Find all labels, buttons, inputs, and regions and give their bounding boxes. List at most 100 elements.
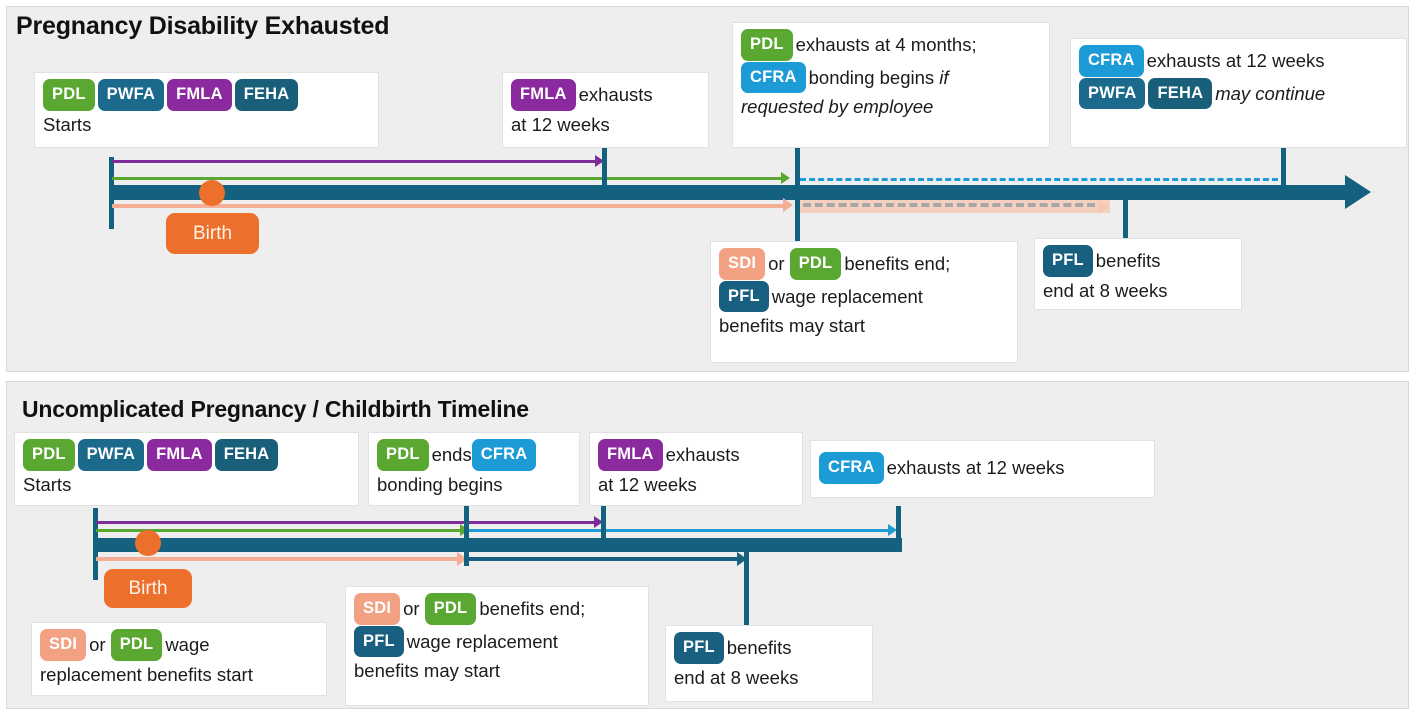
pfl-end-weeks-text: end at 8 weeks [1043, 279, 1168, 301]
cfra-duration-line-bottom [466, 529, 890, 532]
start-box-text: Starts [23, 473, 72, 495]
tick-cfra-exhausts-top [1281, 148, 1286, 192]
chip-cfra: CFRA [1079, 45, 1144, 77]
birth-dot-top [199, 180, 225, 206]
pfl-arrowhead-top [1098, 200, 1108, 214]
tick-fmla-exhausts-top [602, 148, 607, 190]
chip-pwfa: PWFA [77, 439, 145, 471]
may-continue-text: may continue [1215, 82, 1326, 104]
tick-pdl-exhausts-top [795, 148, 800, 242]
pdl-duration-line-top [112, 177, 782, 180]
fmla-duration-line-top [112, 160, 597, 163]
chip-cfra: CFRA [741, 61, 806, 93]
pfl-end-weeks-text: end at 8 weeks [674, 666, 799, 688]
birth-dot-bottom [135, 530, 161, 556]
pfl-benefits-text: benefits [726, 637, 792, 659]
or-text-1: or [768, 253, 785, 275]
chip-sdi: SDI [40, 629, 87, 661]
chip-pdl: PDL [424, 593, 477, 625]
benefits-may-start-text: benefits may start [354, 660, 501, 681]
chip-fmla: FMLA [167, 79, 232, 111]
tick-cfra-exhausts-bottom [896, 506, 901, 552]
fmla-exhausts-text-1: exhausts [665, 444, 740, 466]
fmla-exhausts-text-2: at 12 weeks [511, 113, 610, 135]
fmla-duration-line-bottom [96, 521, 596, 524]
chip-sdi: SDI [719, 248, 766, 280]
pdl-ends-text: ends [431, 444, 472, 466]
chip-fmla: FMLA [147, 439, 212, 471]
chip-feha: FEHA [214, 439, 279, 471]
tick-fmla-exhausts-bottom [601, 506, 606, 552]
benefits-may-start-text: benefits may start [719, 315, 866, 336]
pfl-arrowhead-bottom [737, 552, 747, 566]
cfra-arrowhead-bottom [888, 524, 897, 536]
chip-pdl: PDL [43, 79, 95, 111]
cfra-exhausts-text: exhausts at 12 weeks [886, 457, 1065, 479]
tick-pdl-ends-bottom [464, 506, 469, 566]
sdi-duration-line-bottom [96, 557, 458, 561]
pdl-duration-line-bottom [96, 529, 461, 532]
chip-sdi: SDI [354, 593, 401, 625]
chip-pfl: PFL [674, 632, 724, 664]
pfl-duration-line-bottom [466, 557, 738, 561]
fmla-exhausts-text-1: exhausts [578, 84, 653, 106]
chip-pdl: PDL [110, 629, 163, 661]
timeline-baseline-bottom [93, 538, 902, 552]
or-text: or [89, 634, 106, 656]
page-title-bottom: Uncomplicated Pregnancy / Childbirth Tim… [22, 396, 529, 422]
chip-pdl: PDL [789, 248, 842, 280]
start-box-text: Starts [43, 113, 92, 135]
chip-cfra: CFRA [819, 452, 884, 484]
birth-label: Birth [128, 577, 168, 599]
birth-pill-bottom: Birth [104, 569, 192, 608]
page-title-top: Pregnancy Disability Exhausted [16, 12, 390, 40]
pfl-conditional-dashed-line-top [803, 203, 1095, 207]
chip-pdl: PDL [377, 439, 429, 471]
tick-pfl-end-bottom [744, 552, 749, 625]
fmla-arrowhead-bottom [594, 516, 603, 528]
chip-pdl: PDL [741, 29, 793, 61]
fmla-exhausts-text-2: at 12 weeks [598, 473, 697, 495]
bonding-begins-text: bonding begins [377, 473, 503, 495]
chip-pwfa: PWFA [1079, 77, 1146, 109]
chip-pdl: PDL [23, 439, 75, 471]
chip-feha: FEHA [234, 79, 299, 111]
chip-pfl: PFL [1043, 245, 1093, 277]
pdl-arrowhead-top [781, 172, 790, 184]
fmla-arrowhead-top [595, 155, 604, 167]
pfl-benefits-text: benefits [1095, 250, 1161, 272]
chip-fmla: FMLA [598, 439, 663, 471]
cfra-bonding-italic-rest: requested by employee [741, 96, 934, 117]
chip-pfl: PFL [719, 280, 769, 312]
wage-text: wage [165, 634, 210, 656]
pdl-exhausts-text: exhausts at 4 months; [795, 34, 977, 56]
wage-replacement-text: wage replacement [406, 630, 558, 652]
benefits-end-text: benefits end; [479, 598, 586, 620]
sdi-arrowhead-top [783, 198, 793, 212]
benefits-end-text: benefits end; [844, 253, 951, 275]
sdi-arrowhead-bottom [457, 552, 467, 566]
timeline-arrowhead-top [1345, 175, 1371, 209]
chip-fmla: FMLA [511, 79, 576, 111]
birth-label: Birth [192, 222, 233, 244]
cfra-bonding-italic-if: if [939, 66, 949, 88]
timeline-baseline-top [109, 185, 1347, 200]
or-text: or [403, 598, 420, 620]
wage-replacement-text: wage replacement [771, 285, 923, 307]
cfra-exhausts-text: exhausts at 12 weeks [1146, 50, 1325, 72]
chip-cfra: CFRA [471, 439, 537, 471]
chip-pfl: PFL [354, 625, 404, 657]
sdi-duration-line-top [112, 204, 784, 208]
